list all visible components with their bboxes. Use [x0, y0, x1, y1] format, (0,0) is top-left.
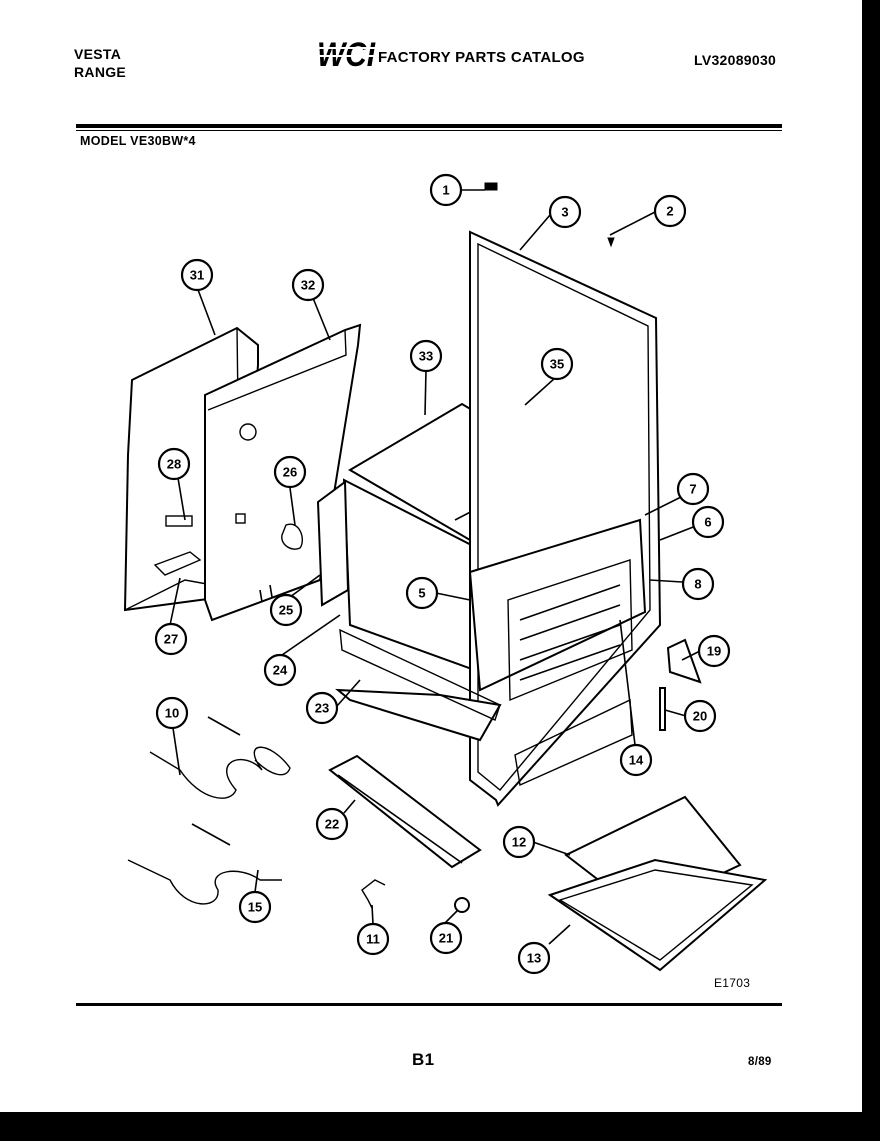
part-gasket: [281, 523, 304, 550]
svg-text:13: 13: [527, 951, 541, 966]
model-label: MODEL VE30BW*4: [80, 134, 196, 148]
callout-33: 33: [409, 339, 443, 373]
svg-text:12: 12: [512, 835, 526, 850]
svg-text:WCI: WCI: [317, 36, 376, 70]
callout-19: 19: [697, 634, 731, 668]
svg-text:26: 26: [283, 465, 297, 480]
part-pin: [659, 687, 666, 731]
scan-border-right: [862, 0, 880, 1141]
page-label: B1: [412, 1050, 435, 1069]
callout-26: 26: [273, 455, 307, 489]
part-drawer-rail: [328, 754, 482, 869]
svg-text:10: 10: [165, 706, 179, 721]
part-bracket: [153, 551, 202, 576]
part-door-inner: [468, 518, 647, 702]
svg-text:35: 35: [550, 357, 564, 372]
callout-24: 24: [263, 653, 297, 687]
callout-7: 7: [676, 472, 710, 506]
catalog-date: 8/89: [748, 1056, 772, 1068]
callout-20: 20: [683, 699, 717, 733]
figure-code: E1703: [714, 976, 751, 990]
part-liner-gasket: [316, 480, 350, 607]
svg-text:21: 21: [439, 931, 453, 946]
product-type: RANGE: [74, 64, 127, 80]
callout-2: 2: [653, 194, 687, 228]
svg-text:11: 11: [366, 932, 380, 947]
callout-11: 11: [356, 922, 390, 956]
callout-25: 25: [269, 593, 303, 627]
svg-text:8: 8: [694, 577, 701, 592]
callout-31: 31: [180, 258, 214, 292]
catalog-title: FACTORY PARTS CATALOG: [378, 49, 585, 66]
callout-27: 27: [154, 622, 188, 656]
callout-13: 13: [517, 941, 551, 975]
svg-text:14: 14: [629, 753, 644, 768]
svg-text:22: 22: [325, 817, 339, 832]
svg-text:33: 33: [419, 349, 433, 364]
callout-1: 1: [429, 173, 463, 207]
callout-28: 28: [157, 447, 191, 481]
part-screw: [484, 182, 498, 191]
part-broil-element: [127, 859, 282, 905]
header-rule-thin: [76, 130, 782, 131]
header-rule: [76, 124, 782, 128]
svg-text:3: 3: [561, 205, 568, 220]
part-screw-small: [607, 237, 615, 248]
svg-text:19: 19: [707, 644, 721, 659]
svg-text:2: 2: [666, 204, 673, 219]
callout-35: 35: [540, 347, 574, 381]
callout-23: 23: [305, 691, 339, 725]
part-knob: [454, 897, 470, 913]
svg-text:24: 24: [273, 663, 288, 678]
wci-logo: WCI: [315, 36, 377, 70]
callout-15: 15: [238, 890, 272, 924]
brand-name: VESTA: [74, 46, 122, 62]
document-number: LV32089030: [694, 52, 777, 68]
svg-text:1: 1: [442, 183, 449, 198]
svg-text:27: 27: [164, 632, 178, 647]
svg-text:6: 6: [704, 515, 711, 530]
part-bake-element: [149, 746, 291, 799]
svg-text:15: 15: [248, 900, 262, 915]
callout-8: 8: [681, 567, 715, 601]
callout-21: 21: [429, 921, 463, 955]
callout-3: 3: [548, 195, 582, 229]
callout-6: 6: [691, 505, 725, 539]
svg-text:20: 20: [693, 709, 707, 724]
svg-text:31: 31: [190, 268, 204, 283]
part-terminal-block: [165, 515, 193, 527]
svg-text:32: 32: [301, 278, 315, 293]
callout-12: 12: [502, 825, 536, 859]
svg-text:28: 28: [167, 457, 181, 472]
scan-border-bottom: [0, 1112, 880, 1141]
footer-rule: [76, 1003, 782, 1006]
svg-text:25: 25: [279, 603, 293, 618]
callout-5: 5: [405, 576, 439, 610]
part-door-window: [514, 698, 633, 787]
callout-22: 22: [315, 807, 349, 841]
callout-32: 32: [291, 268, 325, 302]
svg-text:7: 7: [689, 482, 696, 497]
svg-text:5: 5: [418, 586, 425, 601]
callout-14: 14: [619, 743, 653, 777]
part-clip: [361, 879, 386, 909]
part-door-latch: [666, 638, 702, 684]
callout-10: 10: [155, 696, 189, 730]
part-bottom-tray: [339, 628, 501, 721]
part-bottom-panel: [335, 688, 502, 742]
svg-text:23: 23: [315, 701, 329, 716]
part-broiler-pan: [547, 858, 768, 972]
